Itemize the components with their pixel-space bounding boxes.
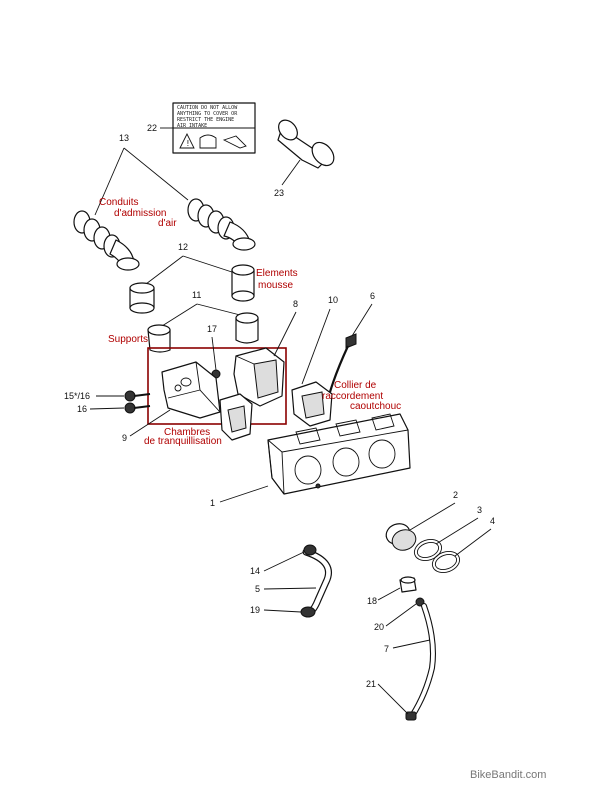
cover-pictogram-icon — [222, 135, 247, 149]
part-18-fitting — [399, 576, 417, 593]
part-21-plug — [405, 711, 417, 721]
part-number-22: 22 — [147, 123, 157, 133]
part-15-screw — [124, 390, 151, 402]
part-number-10: 10 — [328, 295, 338, 305]
part-23-tube — [277, 119, 335, 169]
label-chambres-2: de tranquillisation — [144, 436, 222, 447]
airbox-pictogram-icon — [199, 134, 217, 149]
part-number-17: 17 — [207, 324, 217, 334]
label-collier-1: Collier de — [334, 380, 377, 391]
part-number-3: 3 — [477, 505, 482, 515]
part-number-11: 11 — [192, 290, 201, 300]
warning-line-4: AIR INTAKE — [177, 123, 207, 129]
label-elements-1: Elements — [256, 268, 298, 279]
label-collier-2: raccordement — [322, 391, 383, 402]
part-number-1: 1 — [210, 498, 215, 508]
part-number-19: 19 — [250, 605, 260, 615]
part-7-hose — [409, 603, 436, 719]
part-number-15-16: 15*/16 — [64, 391, 90, 401]
part-number-6: 6 — [370, 291, 375, 301]
part-number-8: 8 — [293, 299, 298, 309]
part-13-right-duct — [187, 198, 256, 251]
part-number-5: 5 — [255, 584, 260, 594]
part-6-cap — [345, 333, 357, 349]
part-8-right-chamber — [233, 347, 285, 407]
part-1-airbox — [267, 413, 411, 495]
warning-line-1: CAUTION DO NOT ALLOW — [177, 105, 238, 111]
label-conduits-2: d'admission — [114, 208, 167, 219]
part-number-4: 4 — [490, 516, 495, 526]
part-number-21: 21 — [366, 679, 376, 689]
warning-line-2: ANYTHING TO COVER OR — [177, 111, 238, 117]
part-11-left-support — [147, 324, 171, 353]
part-number-20: 20 — [374, 622, 384, 632]
part-4-clamp — [431, 551, 461, 573]
part-14-clamp — [303, 544, 317, 556]
part-number-2: 2 — [453, 490, 458, 500]
part-12-right-foam — [231, 264, 255, 302]
label-elements-2: mousse — [258, 280, 293, 291]
highlight-box — [147, 347, 287, 425]
label-supports: Supports — [108, 334, 148, 345]
warning-decal: CAUTION DO NOT ALLOW ANYTHING TO COVER O… — [172, 102, 256, 154]
watermark: BikeBandit.com — [470, 769, 546, 781]
part-3-clamp — [413, 539, 443, 561]
part-16-screw — [124, 402, 151, 414]
part-number-13: 13 — [119, 133, 129, 143]
part-13-left-duct — [73, 210, 140, 271]
part-10-elbow — [291, 381, 333, 427]
warning-line-3: RESTRICT THE ENGINE — [177, 117, 234, 123]
warning-triangle-icon — [179, 132, 195, 149]
part-9-left-chamber — [161, 361, 221, 419]
part-12-left-foam — [129, 282, 155, 314]
part-number-7: 7 — [384, 644, 389, 654]
part-2-boot — [385, 523, 417, 551]
center-elbow-piece — [219, 393, 253, 441]
part-11-right-support — [235, 312, 259, 344]
part-number-23: 23 — [274, 188, 284, 198]
part-number-14: 14 — [250, 566, 260, 576]
part-number-12: 12 — [178, 242, 188, 252]
part-6-hose — [328, 345, 349, 393]
part-19-clamp — [300, 606, 316, 618]
label-conduits-3: d'air — [158, 218, 177, 229]
part-5-hose — [302, 548, 332, 616]
part-number-16: 16 — [77, 404, 87, 414]
label-chambres-1: Chambres — [164, 427, 210, 438]
part-number-9: 9 — [122, 433, 127, 443]
svg-text:!: ! — [186, 139, 191, 148]
label-collier-3: caoutchouc — [350, 401, 401, 412]
part-number-18: 18 — [367, 596, 377, 606]
label-conduits-1: Conduits — [99, 197, 138, 208]
